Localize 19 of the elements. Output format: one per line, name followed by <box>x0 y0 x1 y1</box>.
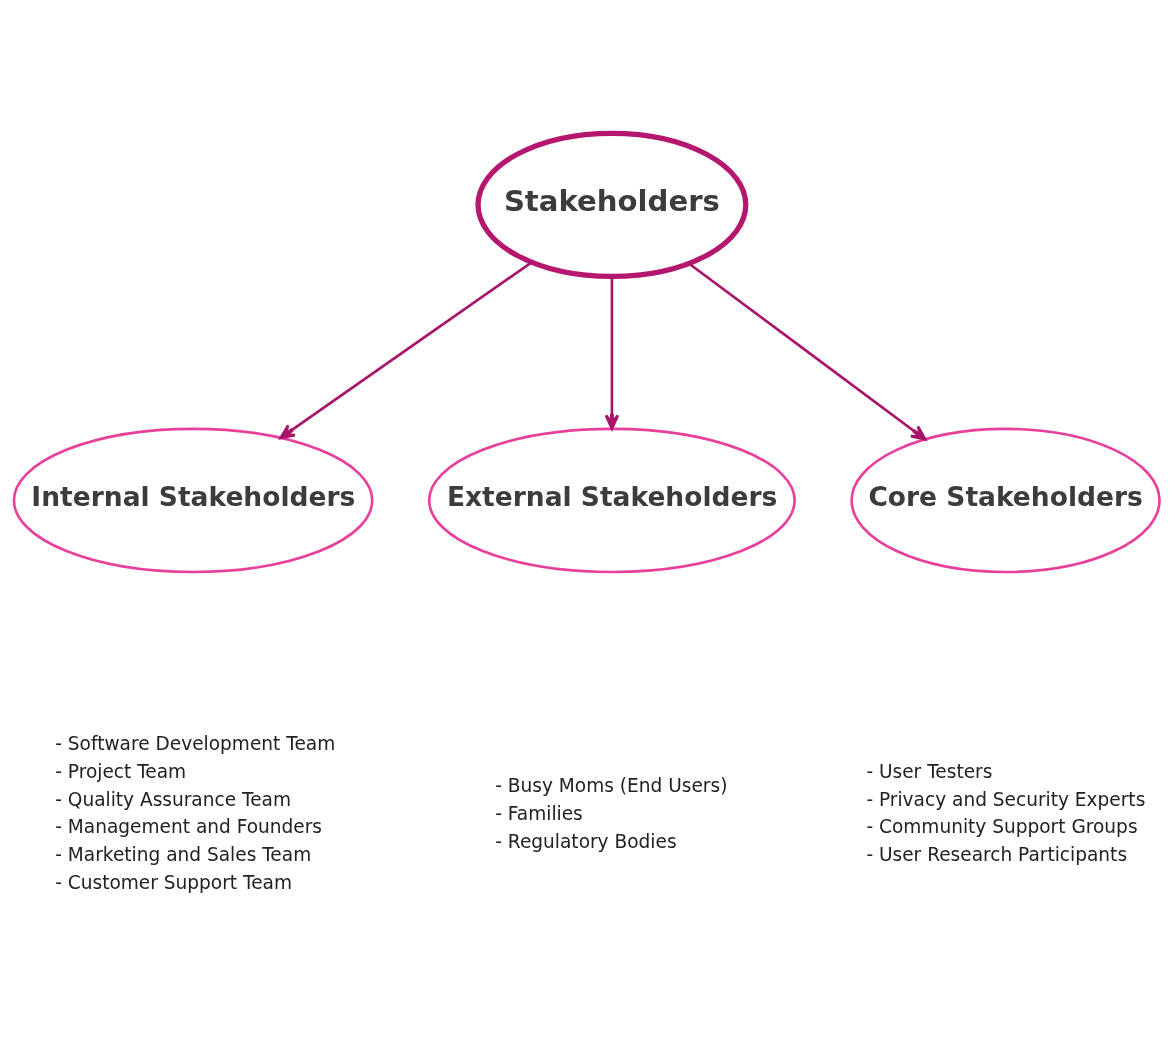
node-label: - Quality Assurance Team <box>55 788 292 810</box>
node-ellipse: Internal Stakeholders <box>12 427 374 574</box>
node-label: - Community Support Groups <box>866 816 1138 838</box>
node-label: - Project Team <box>55 760 187 782</box>
node-label: - Management and Founders <box>55 816 323 838</box>
node-label: - Families <box>495 803 583 825</box>
node-ellipse: External Stakeholders <box>427 427 796 574</box>
node-label: - Customer Support Team <box>55 872 293 894</box>
node-label: - Regulatory Bodies <box>495 830 677 852</box>
node-ellipse: Stakeholders <box>475 130 749 280</box>
arrow <box>604 276 620 430</box>
node-label: - User Research Participants <box>866 844 1128 866</box>
node-label: - Busy Moms (End Users) <box>495 775 728 797</box>
node-label: - User Testers <box>866 760 993 782</box>
node-label: - Privacy and Security Experts <box>866 788 1146 810</box>
node-label: - Software Development Team <box>55 732 336 754</box>
arrow <box>688 262 927 441</box>
arrow <box>279 261 533 440</box>
node-label: - Marketing and Sales Team <box>55 844 312 866</box>
